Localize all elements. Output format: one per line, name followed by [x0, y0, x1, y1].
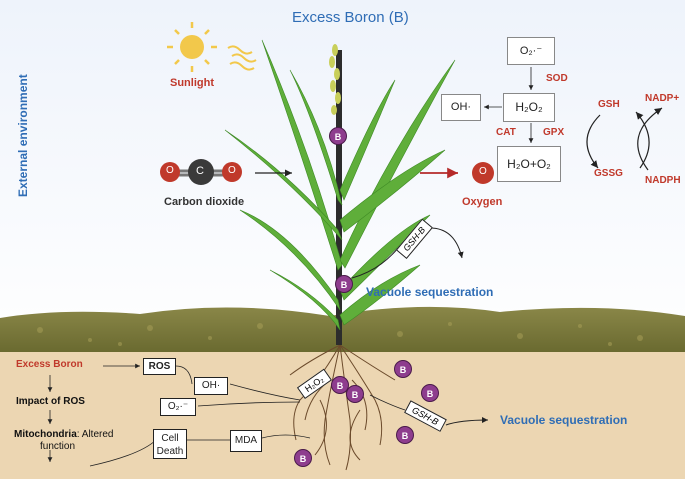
shoot-vacuole-label: Vacuole sequestration — [366, 285, 494, 299]
ros-box: ROS — [143, 358, 176, 375]
nadp-label: NADP+ — [645, 93, 680, 104]
boron-marker-root-5: B — [396, 426, 414, 444]
oxygen-atom-letter: O — [479, 166, 487, 177]
gpx-label: GPX — [543, 127, 565, 138]
leaves — [224, 39, 456, 331]
mitochondria-bold: Mitochondria — [14, 429, 77, 440]
root-hydroxyl-box: OH· — [194, 377, 228, 395]
mitochondria-label: Mitochondria: Altered — [14, 429, 113, 440]
boron-marker-shoot-lower: B — [335, 275, 353, 293]
boron-marker-root-3: B — [394, 360, 412, 378]
impact-of-ros-label: Impact of ROS — [16, 396, 85, 407]
sun-rays-icon — [227, 45, 257, 71]
boron-marker-shoot-upper: B — [329, 127, 347, 145]
soil — [0, 350, 685, 479]
co2-atom-o-right: O — [228, 165, 236, 176]
boron-marker-root-4: B — [421, 384, 439, 402]
superoxide-box: O₂·⁻ — [507, 37, 555, 65]
excess-boron-root-label: Excess Boron — [16, 359, 83, 370]
mda-box: MDA — [230, 430, 262, 452]
soil-texture — [37, 322, 643, 346]
cell-death-line-2: Death — [156, 446, 184, 457]
sun-icon — [167, 22, 217, 72]
mitochondria-rest: : Altered — [76, 429, 114, 440]
sod-label: SOD — [546, 73, 568, 84]
cell-death-box: Cell Death — [153, 429, 187, 459]
hydroxyl-box: OH· — [441, 94, 481, 121]
boron-marker-root-2: B — [346, 385, 364, 403]
diagram-title: Excess Boron (B) — [292, 9, 409, 26]
water-oxygen-box: H₂O+O₂ — [497, 146, 561, 182]
co2-atom-c: C — [196, 165, 204, 177]
sunlight-label: Sunlight — [170, 77, 214, 89]
oxygen-label: Oxygen — [462, 196, 503, 208]
co2-molecule-icon — [160, 159, 242, 185]
carbon-dioxide-label: Carbon dioxide — [164, 196, 245, 208]
root-superoxide-box: O₂·⁻ — [160, 398, 196, 416]
root-vacuole-label: Vacuole sequestration — [500, 413, 628, 427]
co2-atom-o-left: O — [166, 165, 174, 176]
panicle — [329, 44, 341, 115]
boron-marker-root-6: B — [294, 449, 312, 467]
external-environment-label: External environment — [16, 74, 30, 197]
cat-label: CAT — [496, 127, 516, 138]
roots — [289, 344, 396, 471]
gsh-label: GSH — [598, 99, 620, 110]
gssg-label: GSSG — [594, 168, 623, 179]
h2o2-box: H₂O₂ — [503, 93, 555, 122]
nadph-label: NADPH — [645, 175, 681, 186]
oxygen-atom-icon — [472, 162, 494, 184]
boron-marker-root-1: B — [331, 376, 349, 394]
cell-death-line-1: Cell — [161, 433, 179, 444]
soil-surface — [0, 306, 685, 352]
function-label: function — [40, 441, 76, 452]
